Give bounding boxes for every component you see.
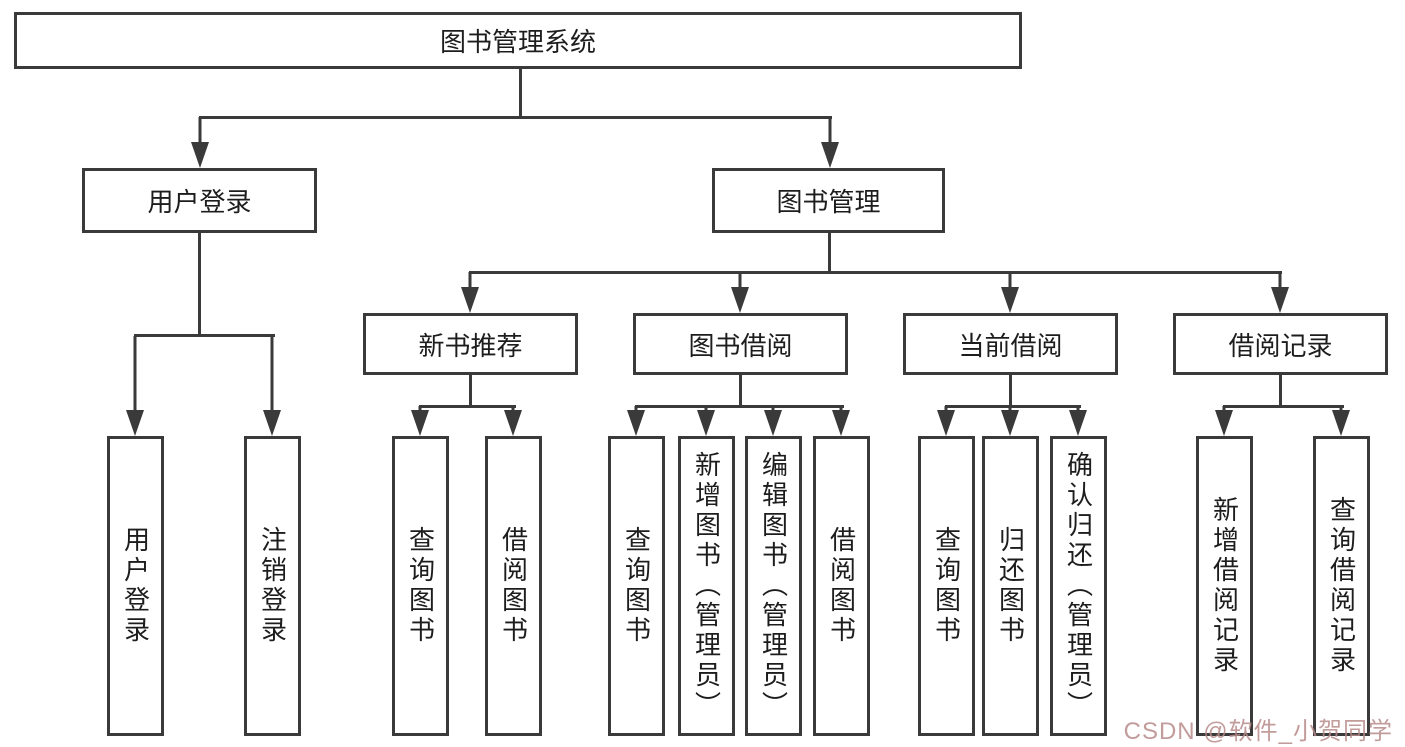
connector-user-login-split bbox=[134, 334, 275, 337]
connector-recommend-drop bbox=[469, 373, 472, 408]
node-book-borrow: 图书借阅 bbox=[633, 313, 848, 375]
arrow-to-query-books-recommend bbox=[411, 406, 429, 436]
arrow-to-return-book bbox=[1001, 406, 1019, 436]
connector-recommend-split bbox=[419, 405, 516, 408]
node-login: 用户登录 bbox=[107, 436, 164, 736]
connector-book-mgmt-split bbox=[469, 271, 1282, 274]
connector-book-mgmt-drop bbox=[828, 231, 831, 273]
node-user-login: 用户登录 bbox=[82, 168, 317, 233]
node-borrow-books-recommend: 借阅图书 bbox=[485, 436, 542, 736]
node-book-management: 图书管理 bbox=[712, 168, 945, 233]
node-add-borrow-record: 新增借阅记录 bbox=[1196, 436, 1253, 736]
node-edit-book-admin: 编辑图书（管理员） bbox=[745, 436, 802, 736]
connector-root-split bbox=[199, 116, 832, 119]
node-return-book: 归还图书 bbox=[982, 436, 1039, 736]
node-current-borrow: 当前借阅 bbox=[903, 313, 1118, 375]
arrow-to-borrow-records bbox=[1271, 272, 1289, 313]
node-add-book-admin: 新增图书（管理员） bbox=[678, 436, 735, 736]
node-new-book-recommend: 新书推荐 bbox=[363, 313, 578, 375]
arrow-to-edit-book bbox=[764, 406, 782, 436]
arrow-to-current-borrow bbox=[1001, 272, 1019, 313]
arrow-to-borrow-books bbox=[832, 406, 850, 436]
arrow-to-query-borrow-record bbox=[1332, 406, 1350, 436]
arrow-to-confirm-return bbox=[1069, 406, 1087, 436]
connector-borrow-drop bbox=[739, 373, 742, 408]
arrow-to-user-login bbox=[191, 117, 209, 168]
connector-current-drop bbox=[1009, 373, 1012, 408]
arrow-to-new-book-recommend bbox=[461, 272, 479, 313]
arrow-to-query-books-current bbox=[937, 406, 955, 436]
arrow-to-login bbox=[126, 336, 144, 436]
node-query-books-current: 查询图书 bbox=[918, 436, 975, 736]
arrow-to-logout bbox=[263, 336, 281, 436]
connector-records-drop bbox=[1279, 373, 1282, 408]
node-query-borrow-record: 查询借阅记录 bbox=[1313, 436, 1370, 736]
arrow-to-book-borrow bbox=[731, 272, 749, 313]
csdn-watermark: CSDN @软件_小贺同学 bbox=[1123, 718, 1393, 745]
node-confirm-return-admin: 确认归还（管理员） bbox=[1050, 436, 1107, 736]
arrow-to-add-book bbox=[697, 406, 715, 436]
node-borrow-books: 借阅图书 bbox=[813, 436, 870, 736]
arrow-to-query-books-borrow bbox=[627, 406, 645, 436]
node-logout: 注销登录 bbox=[244, 436, 301, 736]
arrow-to-add-borrow-record bbox=[1215, 406, 1233, 436]
connector-borrow-split bbox=[635, 405, 844, 408]
node-query-books-recommend: 查询图书 bbox=[392, 436, 449, 736]
node-borrow-records: 借阅记录 bbox=[1173, 313, 1388, 375]
connector-root-drop bbox=[519, 67, 522, 119]
arrow-to-book-management bbox=[821, 117, 839, 168]
node-root: 图书管理系统 bbox=[14, 12, 1022, 69]
connector-user-login-drop bbox=[198, 231, 201, 337]
node-query-books-borrow: 查询图书 bbox=[608, 436, 665, 736]
connector-records-split bbox=[1223, 405, 1344, 408]
arrow-to-borrow-books-recommend bbox=[504, 406, 522, 436]
